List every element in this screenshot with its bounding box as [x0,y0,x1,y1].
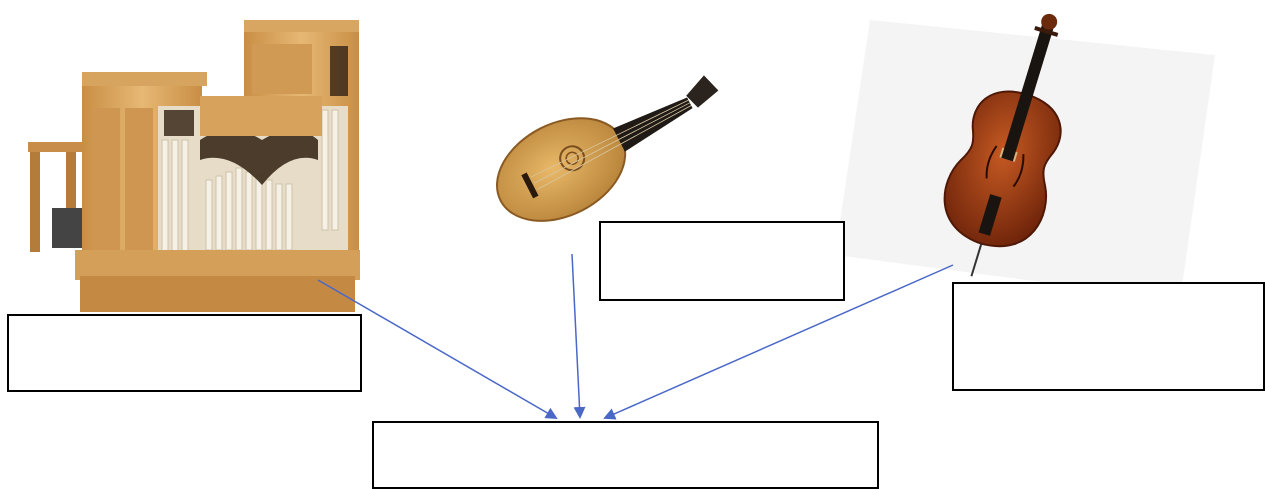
lute-label-box[interactable] [599,221,845,301]
arrow-lute [571,253,586,419]
answer-box[interactable] [372,421,879,489]
pipe-organ-icon [28,20,360,312]
cello-label-box[interactable] [952,282,1265,391]
lute-icon [496,75,719,222]
arrow-organ [317,279,558,420]
cello-icon [835,13,1215,300]
arrow-cello [603,264,954,420]
organ-label-box[interactable] [7,314,362,392]
